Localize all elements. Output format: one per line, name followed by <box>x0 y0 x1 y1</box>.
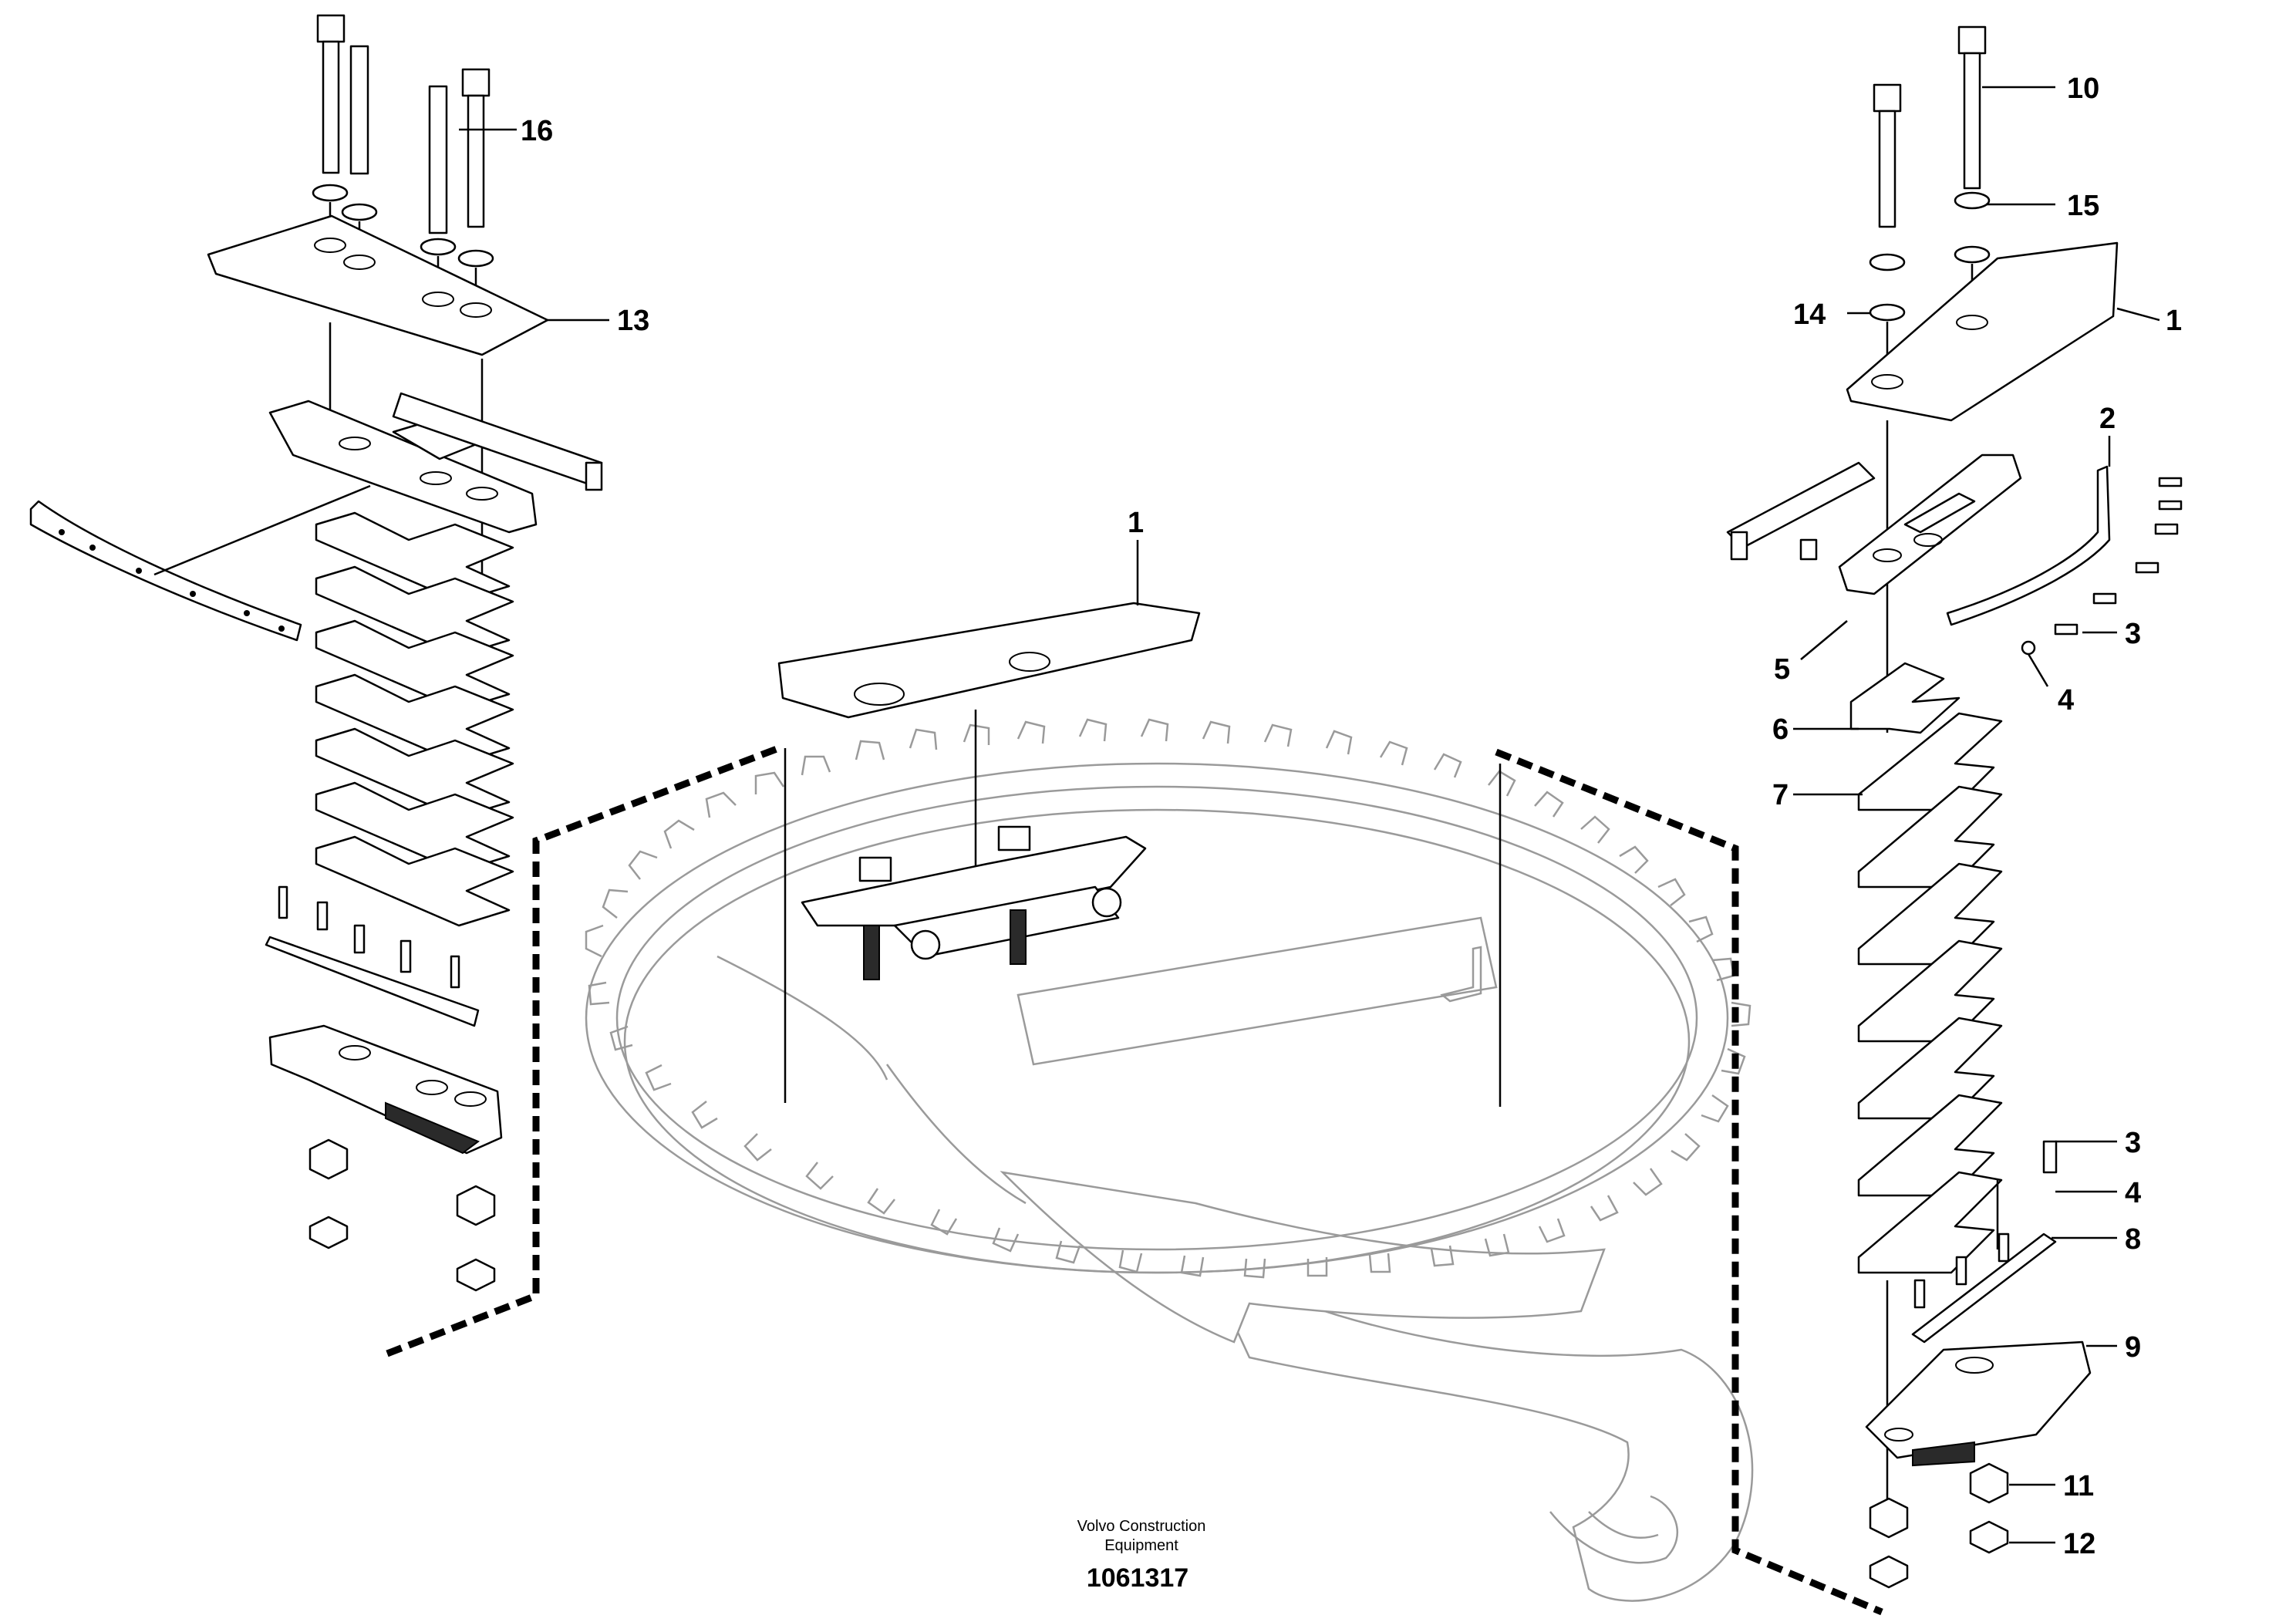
drawing-footer: Volvo Construction Equipment 1061317 <box>1077 1518 1206 1593</box>
callout-1-right: 1 <box>2166 305 2182 337</box>
slewing-ring-background <box>585 718 1754 1602</box>
callout-3-upper: 3 <box>2125 618 2141 650</box>
callout-7: 7 <box>1772 779 1789 811</box>
publisher-line-2: Equipment <box>1104 1537 1178 1554</box>
left-side-strip <box>29 484 371 642</box>
right-lower-strip <box>1911 1140 2058 1344</box>
callout-leaders <box>459 86 2160 1544</box>
left-bottom-bracket <box>268 1024 503 1155</box>
group-dashed-lines <box>386 744 1883 1616</box>
callout-4-upper: 4 <box>2058 684 2074 717</box>
callout-5: 5 <box>1774 653 1790 686</box>
callout-9: 9 <box>2125 1331 2141 1364</box>
right-guide-bracket <box>1726 454 2022 595</box>
callout-1-center: 1 <box>1128 507 1144 539</box>
left-nuts <box>308 1138 496 1292</box>
callout-13: 13 <box>617 305 649 337</box>
left-guide-bracket <box>268 392 603 534</box>
callout-15: 15 <box>2067 190 2099 222</box>
callout-6: 6 <box>1772 713 1789 746</box>
left-bolts <box>312 14 494 301</box>
callout-11: 11 <box>2063 1470 2094 1502</box>
center-guide-bracket <box>801 825 1147 980</box>
right-bolts <box>1869 25 1991 378</box>
callout-12: 12 <box>2063 1528 2095 1560</box>
callout-8: 8 <box>2125 1223 2141 1256</box>
callout-10: 10 <box>2067 73 2099 105</box>
callout-2: 2 <box>2099 403 2116 435</box>
callout-3-lower: 3 <box>2125 1127 2141 1159</box>
left-shims <box>315 511 514 927</box>
left-lower-strip <box>265 885 480 1027</box>
center-wear-plate <box>777 602 1502 1107</box>
callout-4-lower: 4 <box>2125 1177 2141 1209</box>
callout-14: 14 <box>1793 298 1826 331</box>
callout-labels: 16 13 1 10 15 14 1 2 3 4 5 6 7 3 4 8 9 1… <box>521 73 2182 1560</box>
callout-16: 16 <box>521 115 553 147</box>
publisher-line-1: Volvo Construction <box>1077 1518 1206 1535</box>
right-bottom-bracket <box>1865 1340 2092 1467</box>
right-shims <box>1849 662 2003 1535</box>
drawing-number: 1061317 <box>1087 1563 1188 1593</box>
right-nuts <box>1869 1462 2009 1589</box>
